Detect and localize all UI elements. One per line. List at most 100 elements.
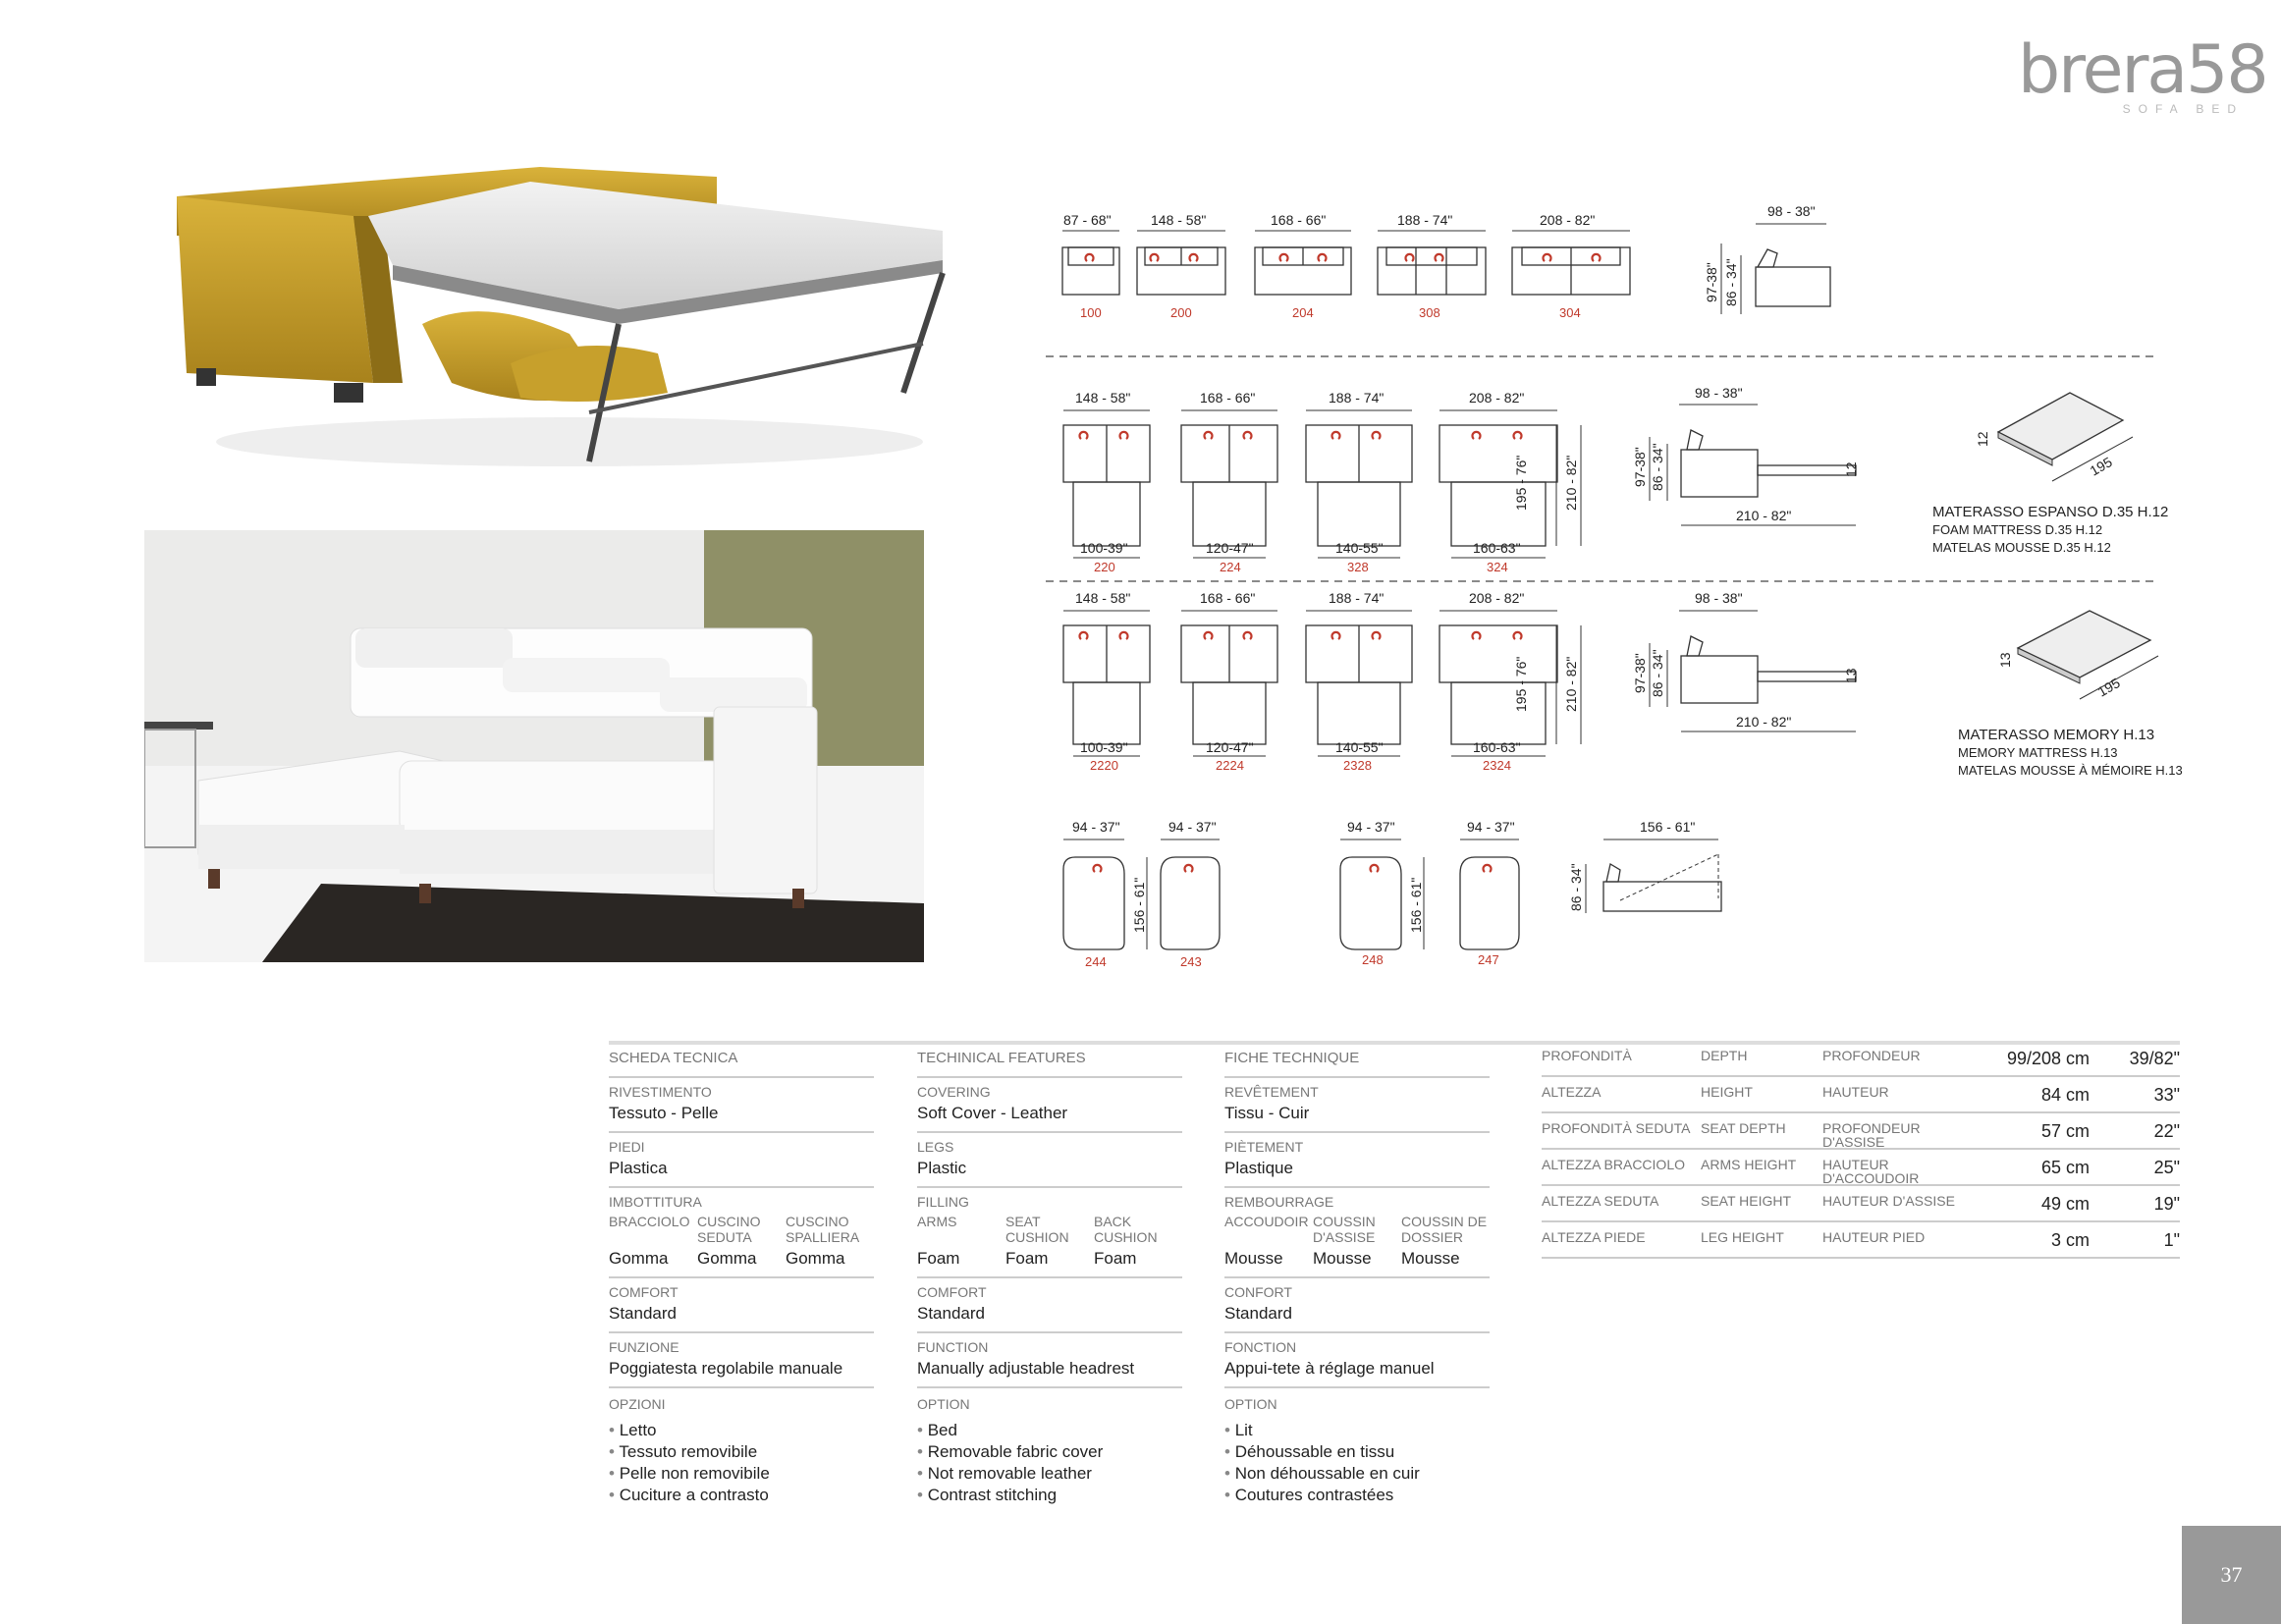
filling-sub-label: COUSSIN D'ASSISE	[1313, 1214, 1376, 1245]
r1-side-h2: 86 - 34"	[1723, 258, 1739, 306]
options-label: OPTION	[1224, 1396, 1277, 1412]
r2-bed-2: 120-47"	[1206, 540, 1254, 556]
r3-len-1: 195 - 76"	[1513, 657, 1529, 712]
filling-label: IMBOTTITURA	[609, 1194, 702, 1210]
dim-value-in: 19"	[2153, 1194, 2180, 1214]
legs-value: Plastica	[609, 1159, 668, 1177]
dim-label-it: PROFONDITÀ	[1542, 1048, 1632, 1063]
r3-side-depth: 98 - 38"	[1695, 590, 1743, 606]
dim-label-it: PROFONDITÀ SEDUTA	[1542, 1120, 1691, 1136]
r3-width-3: 188 - 74"	[1329, 590, 1384, 606]
technical-drawings: 87 - 68" 148 - 58" 168 - 66" 188 - 74" 2…	[1046, 203, 2183, 969]
r1-width-5: 208 - 82"	[1540, 212, 1595, 228]
dim-label-en: HEIGHT	[1701, 1084, 1753, 1100]
r2-code-4: 324	[1487, 560, 1508, 574]
option-item: Non déhoussable en cuir	[1224, 1463, 1490, 1485]
covering-label: RIVESTIMENTO	[609, 1084, 712, 1100]
r2-len-2: 210 - 82"	[1563, 456, 1579, 511]
dim-label-fr: HAUTEUR PIED	[1822, 1229, 1926, 1245]
sheet-header: FICHE TECHNIQUE	[1224, 1041, 1490, 1078]
option-item: Cuciture a contrasto	[609, 1485, 874, 1506]
filling-sub-label: ACCOUDOIR	[1224, 1214, 1309, 1229]
filling-sub-label: BRACCIOLO	[609, 1214, 690, 1229]
filling-sub-value: Gomma	[697, 1249, 757, 1268]
covering-value: Tissu - Cuir	[1224, 1104, 1310, 1122]
r2-side-depth: 98 - 38"	[1695, 385, 1743, 401]
photo-corner-sofa	[144, 530, 924, 962]
filling-sub-value: Mousse	[1224, 1249, 1283, 1268]
r2-bed-3: 140-55"	[1335, 540, 1384, 556]
r3-bed-2: 120-47"	[1206, 739, 1254, 755]
r4-len-1: 156 - 61"	[1131, 878, 1147, 933]
dim-value-in: 22"	[2153, 1121, 2180, 1141]
r1-width-2: 148 - 58"	[1151, 212, 1206, 228]
r1-width-3: 168 - 66"	[1271, 212, 1326, 228]
filling-sub-label: SEAT CUSHION	[1005, 1214, 1069, 1245]
r4-len-2: 156 - 61"	[1408, 878, 1424, 933]
comfort-value: Standard	[917, 1304, 985, 1323]
function-label: FONCTION	[1224, 1339, 1297, 1355]
option-item: Lit	[1224, 1420, 1490, 1441]
r2-code-1: 220	[1094, 560, 1115, 574]
dim-label-it: ALTEZZA SEDUTA	[1542, 1193, 1659, 1209]
dim-label-en: DEPTH	[1701, 1048, 1748, 1063]
option-item: Letto	[609, 1420, 874, 1441]
dim-value-cm: 84 cm	[2040, 1085, 2090, 1105]
option-item: Contrast stitching	[917, 1485, 1182, 1506]
r2-width-2: 168 - 66"	[1200, 390, 1255, 406]
legs-value: Plastic	[917, 1159, 967, 1177]
filling-sub-label: CUSCINO SEDUTA	[697, 1214, 761, 1245]
filling-sub-value: Foam	[1094, 1249, 1137, 1268]
logo-subtitle: SOFA BED	[2122, 102, 2244, 116]
r1-code-2: 200	[1170, 305, 1192, 320]
r4-code-3: 248	[1362, 952, 1384, 967]
dim-label-en: ARMS HEIGHT	[1701, 1157, 1797, 1172]
options-label: OPZIONI	[609, 1396, 666, 1412]
filling-sub-value: Gomma	[609, 1249, 669, 1268]
filling-sub-value: Foam	[917, 1249, 960, 1268]
r3-code-2: 2224	[1216, 758, 1244, 773]
legs-label: PIEDI	[609, 1139, 645, 1155]
r2-side-h1: 97-38"	[1632, 447, 1648, 487]
r3-mat-line-2: MEMORY MATTRESS H.13	[1958, 745, 2118, 760]
dim-label-fr: HAUTEUR	[1822, 1084, 1889, 1100]
r1-code-1: 100	[1080, 305, 1102, 320]
function-label: FUNZIONE	[609, 1339, 679, 1355]
legs-value: Plastique	[1224, 1159, 1293, 1177]
comfort-label: COMFORT	[917, 1284, 987, 1300]
comfort-label: COMFORT	[609, 1284, 679, 1300]
dim-label-fr: PROFONDEUR D'ASSISE	[1822, 1120, 1921, 1150]
page-number: 37	[2182, 1526, 2281, 1624]
sheet-header: TECHINICAL FEATURES	[917, 1041, 1182, 1078]
r2-width-3: 188 - 74"	[1329, 390, 1384, 406]
covering-label: REVÊTEMENT	[1224, 1084, 1319, 1100]
r2-mat-line-3: MATELAS MOUSSE D.35 H.12	[1932, 540, 2111, 555]
comfort-value: Standard	[609, 1304, 677, 1323]
r3-bed-4: 160-63"	[1473, 739, 1521, 755]
r2-mat-line-2: FOAM MATTRESS D.35 H.12	[1932, 522, 2102, 537]
r2-side-h2: 86 - 34"	[1650, 443, 1665, 491]
legs-label: PIÈTEMENT	[1224, 1139, 1304, 1155]
filling-sub-value: Gomma	[786, 1249, 845, 1268]
dim-label-fr: PROFONDEUR	[1822, 1048, 1921, 1063]
r3-bed-3: 140-55"	[1335, 739, 1384, 755]
r3-mat-w: 13	[1997, 652, 2013, 668]
r3-width-4: 208 - 82"	[1469, 590, 1524, 606]
filling-sub-value: Mousse	[1401, 1249, 1460, 1268]
dim-label-it: ALTEZZA PIEDE	[1542, 1229, 1646, 1245]
photo-sofa-bed-open	[157, 147, 962, 481]
r1-code-4: 308	[1419, 305, 1440, 320]
option-item: Pelle non removibile	[609, 1463, 874, 1485]
dim-value-cm: 99/208 cm	[2006, 1049, 2090, 1068]
r4-code-1: 244	[1085, 954, 1107, 969]
logo-word: brera58	[2018, 31, 2269, 109]
r2-bed-4: 160-63"	[1473, 540, 1521, 556]
r2-code-3: 328	[1347, 560, 1369, 574]
r3-len-2: 210 - 82"	[1563, 657, 1579, 712]
